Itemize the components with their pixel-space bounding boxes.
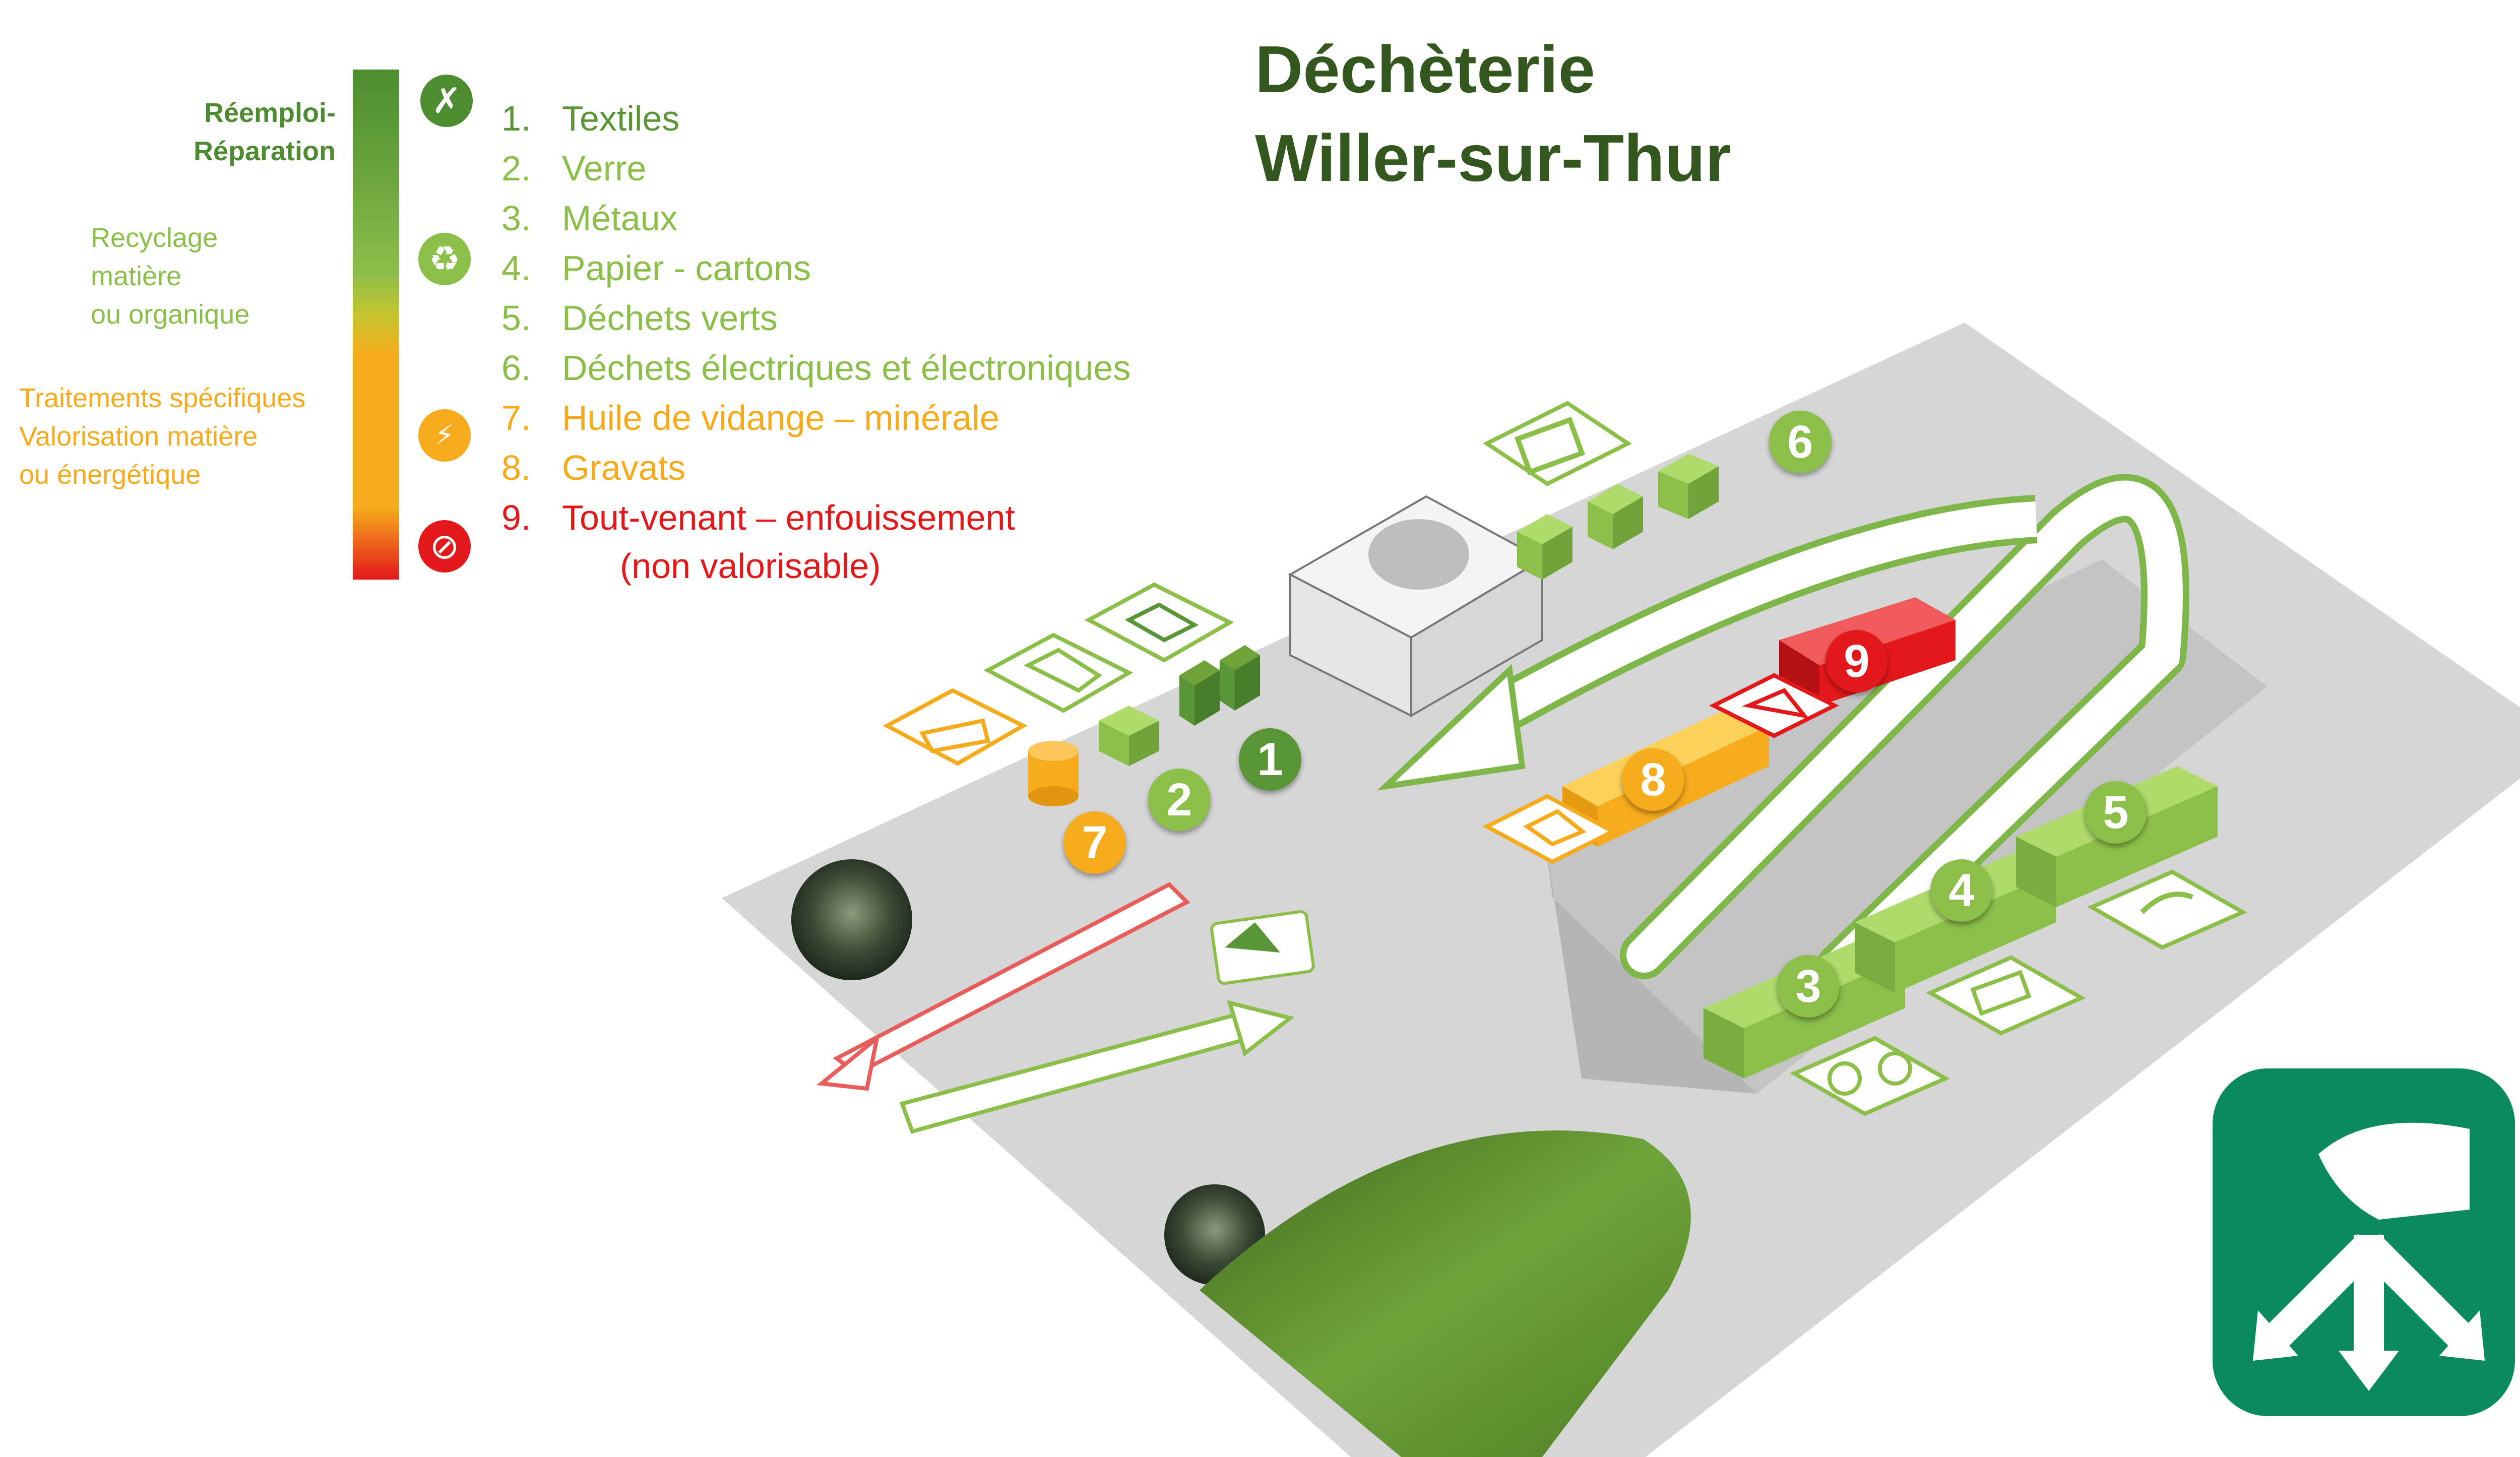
list-item-8: 8.Gravats xyxy=(501,448,686,487)
recycle-icon: ♻ xyxy=(418,233,471,285)
entry-arrow xyxy=(899,1000,1295,1134)
bicycle-icon xyxy=(1790,1036,1950,1116)
clothes-icon xyxy=(1084,582,1234,663)
forbidden-icon: ⊘ xyxy=(418,520,471,573)
map-badge-2: 2 xyxy=(1148,769,1211,831)
legend-gradient-bar xyxy=(353,70,399,580)
helmet-building xyxy=(1288,495,1545,718)
exit-arrow xyxy=(816,882,1190,1091)
title-line-2: Willer-sur-Thur xyxy=(1255,121,1731,195)
list-item-1: 1.Textiles xyxy=(501,99,680,138)
bush-icon xyxy=(791,859,912,980)
map-badge-8: 8 xyxy=(1622,748,1684,811)
legend-category-specific: Traitements spécifiques Valorisation mat… xyxy=(19,383,306,490)
map-badge-5: 5 xyxy=(2085,781,2147,844)
map-badge-7: 7 xyxy=(1063,811,1126,874)
trash-icon xyxy=(1709,673,1839,738)
lawn-icon xyxy=(1200,1130,1691,1457)
access-card-icon xyxy=(1210,910,1315,985)
bottle-icon xyxy=(983,632,1133,713)
legend-category-reuse: Réemploi- Réparation xyxy=(193,98,336,166)
map-badge-3: 3 xyxy=(1777,955,1840,1018)
list-item-5: 5.Déchets verts xyxy=(501,298,778,338)
glass-container xyxy=(1099,706,1159,766)
map-badge-9: 9 xyxy=(1825,630,1888,692)
legend-category-recycling: Recyclage matière ou organique xyxy=(91,223,250,330)
cardboard-icon xyxy=(1926,955,2086,1036)
helmet-icon xyxy=(1368,519,1469,590)
list-item-9-subtitle: (non valorisable) xyxy=(620,546,881,586)
list-item-6: 6.Déchets électriques et électroniques xyxy=(501,348,1131,388)
tools-icon: ✗ xyxy=(420,75,473,127)
u-turn-arrow-head xyxy=(1376,664,1526,791)
list-item-2: 2.Verre xyxy=(501,149,647,188)
list-item-3: 3.Métaux xyxy=(501,199,678,238)
deee-containers xyxy=(1517,454,1719,580)
rubble-icon xyxy=(1482,794,1617,864)
oil-barrel xyxy=(1028,741,1079,806)
map-badge-6: 6 xyxy=(1769,411,1832,473)
oil-can-icon xyxy=(883,688,1028,766)
textile-containers xyxy=(1179,645,1260,726)
list-item-9: 9.Tout-venant – enfouissement xyxy=(501,498,1015,537)
tv-icon xyxy=(1483,401,1632,486)
leaf-icon xyxy=(2087,869,2247,950)
list-item-7: 7.Huile de vidange – minérale xyxy=(501,398,999,437)
logo-hand-arrows-icon xyxy=(2213,1068,2515,1416)
island xyxy=(1543,559,2267,1094)
list-item-4: 4.Papier - cartons xyxy=(501,248,811,288)
map-badge-1: 1 xyxy=(1239,728,1301,791)
map-badge-4: 4 xyxy=(1930,859,1993,922)
energy-icon: ⚡ xyxy=(418,409,471,462)
title-line-1: Déchèterie xyxy=(1255,32,1596,106)
